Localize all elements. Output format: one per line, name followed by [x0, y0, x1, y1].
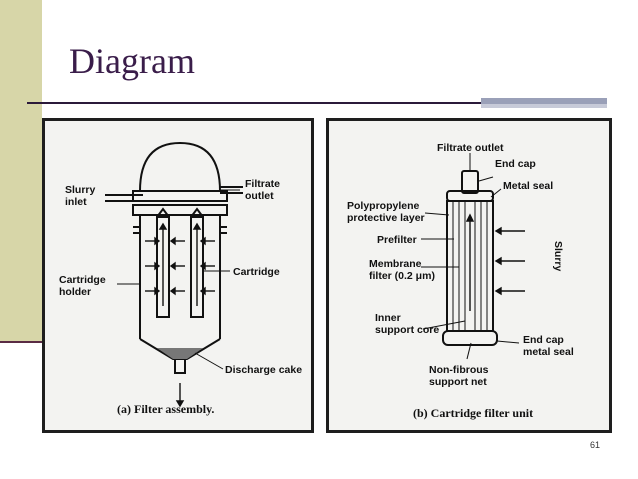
- title-accent-bar: [481, 98, 607, 104]
- discharge-nozzle: [174, 358, 186, 374]
- bottom-end-cap: [442, 330, 498, 346]
- label-prefilter: Prefilter: [377, 234, 417, 246]
- label-outlet: outlet: [245, 190, 274, 202]
- flow-arrows: [145, 222, 215, 408]
- label-non-fibrous: Non-fibrous: [429, 364, 489, 376]
- label-support-core: support core: [375, 324, 439, 336]
- label-inner: Inner: [375, 312, 401, 324]
- cartridge-right-top: [190, 207, 204, 218]
- filter-assembly-diagram: Slurry inlet Filtrate outlet Cartridge C…: [59, 141, 302, 416]
- title-accent-bar-light: [481, 104, 607, 108]
- label-filtrate: Filtrate: [245, 178, 280, 190]
- label-membrane: Membrane: [369, 258, 422, 270]
- label-cartridge: Cartridge: [233, 266, 280, 278]
- label-membrane-filter: filter (0.2 μm): [369, 270, 435, 282]
- cartridge-left-top: [156, 207, 170, 218]
- label-end-cap-bottom: End cap: [523, 334, 564, 346]
- cartridge-unit-diagram: Filtrate outlet End cap Metal seal Polyp…: [347, 142, 574, 420]
- slide-title: Diagram: [69, 41, 195, 81]
- label-metal-seal: Metal seal: [503, 180, 553, 192]
- title-rule: [27, 102, 481, 104]
- label-slurry-vertical: Slurry: [552, 241, 564, 272]
- label-end-cap-top: End cap: [495, 158, 536, 170]
- caption-filter-assembly: (a) Filter assembly.: [117, 402, 214, 416]
- discharge-cake-fill: [157, 348, 203, 359]
- label-discharge-cake: Discharge cake: [225, 364, 302, 376]
- caption-cartridge-unit: (b) Cartridge filter unit: [413, 406, 533, 420]
- label-support-net: support net: [429, 376, 487, 388]
- holder-fitting-left: [133, 226, 140, 234]
- label-polypropylene: Polypropylene: [347, 200, 420, 212]
- slurry-inlet-pipe: [105, 194, 143, 202]
- cartridge-unit-panel: Filtrate outlet End cap Metal seal Polyp…: [326, 118, 612, 433]
- slurry-arrows: [465, 213, 525, 311]
- housing-dome: [139, 141, 221, 192]
- top-flange: [132, 190, 228, 202]
- filter-assembly-panel: Slurry inlet Filtrate outlet Cartridge C…: [42, 118, 314, 433]
- holder-fitting-right: [220, 226, 227, 234]
- side-band: [0, 0, 42, 341]
- bottom-flange: [132, 204, 228, 216]
- pleat-lines: [452, 201, 488, 331]
- label-cartridge-holder-1: Cartridge: [59, 274, 106, 286]
- label-inlet: inlet: [65, 196, 87, 208]
- label-filtrate-outlet: Filtrate outlet: [437, 142, 504, 154]
- side-accent-line: [0, 341, 42, 343]
- label-cartridge-holder-2: holder: [59, 286, 91, 298]
- label-slurry: Slurry: [65, 184, 96, 196]
- page-number: 61: [590, 440, 601, 450]
- filtrate-outlet-pipe: [220, 186, 243, 194]
- label-metal-seal-bottom: metal seal: [523, 346, 574, 358]
- outlet-stub: [461, 170, 479, 194]
- label-protective-layer: protective layer: [347, 212, 425, 224]
